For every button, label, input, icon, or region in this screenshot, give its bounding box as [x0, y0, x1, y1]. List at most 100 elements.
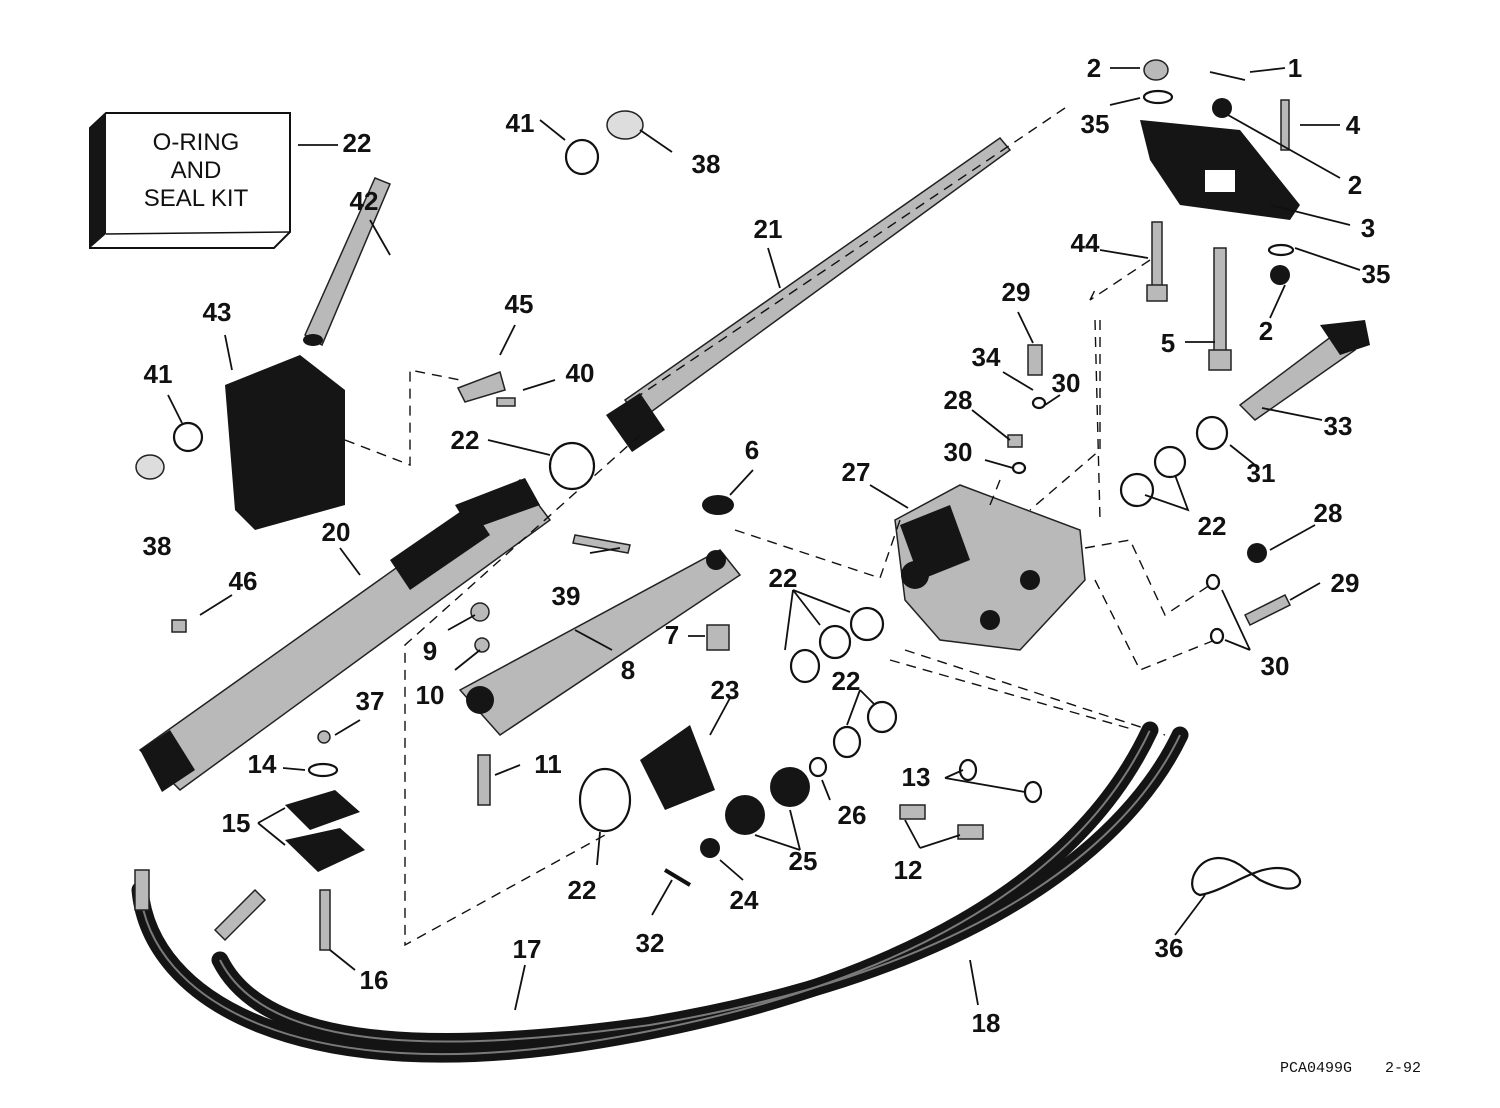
callout-15: 15 [222, 808, 251, 838]
callout-4: 4 [1346, 110, 1361, 140]
callout-42: 42 [350, 186, 379, 216]
assembly-lines [344, 107, 1216, 947]
part-44-bolt [1146, 221, 1168, 302]
part-24-nut [700, 838, 720, 858]
o-rings [172, 138, 1229, 833]
part-12-fitting-b [957, 824, 984, 840]
kit-line-3: SEAL KIT [144, 185, 249, 212]
callout-30-right: 30 [1261, 651, 1290, 681]
callout-40: 40 [566, 358, 595, 388]
callout-25: 25 [789, 846, 818, 876]
callout-2-mid: 2 [1348, 170, 1362, 200]
callout-22-lower: 22 [832, 666, 861, 696]
callout-28-right: 28 [1314, 498, 1343, 528]
part-3-bracket [1140, 120, 1300, 220]
part-45-clip [456, 371, 506, 403]
part-2-cap-upper [1212, 98, 1232, 118]
callout-16: 16 [360, 965, 389, 995]
part-40-screw [496, 397, 516, 407]
callout-20: 20 [322, 517, 351, 547]
part-11-bolt [477, 754, 491, 806]
image-code: PCA0499G [1280, 1060, 1352, 1077]
part-28-plug [1247, 543, 1267, 563]
callout-26: 26 [838, 800, 867, 830]
callout-17: 17 [513, 934, 542, 964]
callout-36: 36 [1155, 933, 1184, 963]
part-42-rod [303, 177, 391, 347]
part-43-block [225, 355, 345, 530]
part-14-washer [307, 762, 339, 778]
callout-8: 8 [621, 655, 635, 685]
callout-22-bottom: 22 [568, 875, 597, 905]
part-12-fitting-a [899, 804, 926, 820]
part-7-bushing [706, 624, 730, 651]
kit-line-2: AND [171, 157, 222, 184]
callout-6: 6 [745, 435, 759, 465]
callout-12: 12 [894, 855, 923, 885]
callout-43: 43 [203, 297, 232, 327]
callout-29-right: 29 [1331, 568, 1360, 598]
part-10-nut [474, 637, 490, 653]
callout-1: 1 [1288, 53, 1302, 83]
part-33-spool [1238, 320, 1370, 421]
part-46-plug [171, 619, 187, 633]
part-20-cylinder [138, 478, 552, 792]
callout-35-low: 35 [1362, 259, 1391, 289]
part-5-bolt [1208, 247, 1232, 371]
callout-45: 45 [505, 289, 534, 319]
callout-32: 32 [636, 928, 665, 958]
callout-21: 21 [754, 214, 783, 244]
part-25-seal-b [770, 767, 810, 807]
callout-7: 7 [665, 620, 679, 650]
part-9-nut [470, 602, 490, 622]
callout-41-left: 41 [144, 359, 173, 389]
callout-labels: 1 2 2 2 3 4 5 6 7 8 9 10 11 12 13 14 15 … [143, 53, 1391, 1038]
callout-28-upper: 28 [944, 385, 973, 415]
part-38-cap-top [606, 110, 644, 140]
callout-3: 3 [1361, 213, 1375, 243]
part-6-washer [702, 495, 734, 515]
callout-13: 13 [902, 762, 931, 792]
callout-14: 14 [248, 749, 277, 779]
part-16-bolt [319, 889, 331, 951]
callout-2-low: 2 [1259, 316, 1273, 346]
callout-33: 33 [1324, 411, 1353, 441]
part-25-seal-a [725, 795, 765, 835]
callout-38-left: 38 [143, 531, 172, 561]
callout-41-top: 41 [506, 108, 535, 138]
part-15-clamp-upper [285, 790, 360, 830]
callout-10: 10 [416, 680, 445, 710]
part-2-nut-top [1143, 59, 1169, 81]
callout-22-right: 22 [1198, 511, 1227, 541]
callout-11: 11 [534, 749, 562, 779]
callout-22-kit: 22 [343, 128, 372, 158]
callout-2-top: 2 [1087, 53, 1101, 83]
callout-34: 34 [972, 342, 1001, 372]
callout-18: 18 [972, 1008, 1001, 1038]
callout-24: 24 [730, 885, 759, 915]
callout-23: 23 [711, 675, 740, 705]
callout-30-mid: 30 [944, 437, 973, 467]
part-21-shaft [606, 136, 1012, 452]
part-2-cap-lower [1270, 265, 1290, 285]
callout-38-top: 38 [692, 149, 721, 179]
part-15-clamp-lower [285, 828, 365, 872]
hoses [131, 721, 1189, 1063]
callout-44: 44 [1071, 228, 1100, 258]
part-29-fitting [1243, 593, 1292, 627]
callout-27: 27 [842, 457, 871, 487]
kit-box: O-RING AND SEAL KIT [89, 112, 291, 249]
callout-46: 46 [229, 566, 258, 596]
part-37-fitting [317, 730, 331, 744]
callout-22-mid: 22 [769, 563, 798, 593]
callout-31: 31 [1247, 458, 1276, 488]
part-36-clip [1191, 857, 1301, 897]
callout-5: 5 [1161, 328, 1175, 358]
leader-lines [167, 67, 1361, 1011]
callout-39: 39 [552, 581, 581, 611]
callout-22-left: 22 [451, 425, 480, 455]
image-date: 2-92 [1385, 1060, 1421, 1077]
part-38-cap-left [135, 454, 165, 480]
callout-9: 9 [423, 636, 437, 666]
